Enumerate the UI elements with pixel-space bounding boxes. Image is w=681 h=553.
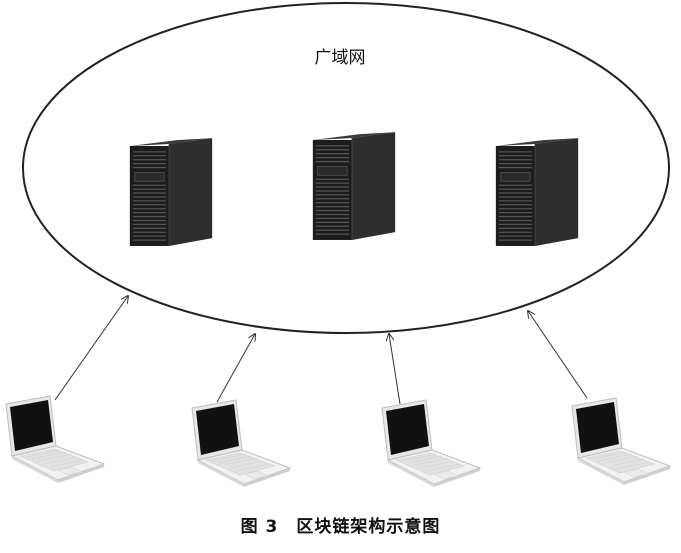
wan-ellipse	[22, 2, 670, 334]
figure-caption: 图 3 区块链架构示意图	[240, 517, 441, 537]
connection-arrow-4	[528, 311, 588, 399]
connection-arrow-1	[54, 296, 128, 401]
server-1	[129, 137, 213, 247]
laptop-2	[191, 399, 291, 488]
server-2	[312, 131, 396, 241]
laptop-4	[571, 397, 671, 486]
wan-label: 广域网	[314, 48, 366, 68]
server-3	[495, 137, 579, 247]
connection-arrow-3	[389, 334, 401, 405]
connection-arrow-2	[216, 334, 255, 403]
laptop-3	[381, 399, 481, 488]
laptop-1	[5, 395, 105, 484]
